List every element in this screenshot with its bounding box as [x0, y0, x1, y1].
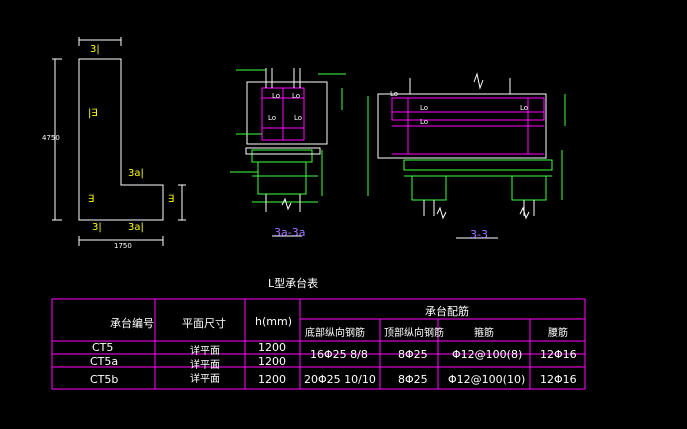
- row1-side: 12Φ16: [540, 348, 577, 361]
- plan-label-3: 3a|: [128, 168, 144, 179]
- section-3-view: [367, 72, 566, 239]
- header-h: h(mm): [255, 315, 292, 328]
- header-stirrup: 箍筋: [474, 328, 494, 339]
- row1-size: 详平面: [190, 346, 220, 357]
- row1-id: CT5: [92, 341, 114, 354]
- header-side: 腰筋: [548, 328, 568, 339]
- row3-top: 8Φ25: [398, 373, 428, 386]
- section-3-lo-3: Lo: [420, 118, 429, 126]
- header-bottom: 底部纵向钢筋: [305, 328, 365, 339]
- row1-bottom: 16Φ25 8/8: [310, 348, 368, 361]
- l-shape-outline: [78, 58, 164, 221]
- section-3a-lo-3: Lo: [268, 114, 277, 122]
- section-3a-lo-1: Lo: [272, 92, 281, 100]
- section-3a-lo-2: Lo: [292, 92, 301, 100]
- plan-label-2: |∃: [88, 108, 98, 119]
- row3-bottom: 20Φ25 10/10: [304, 373, 376, 386]
- header-size: 平面尺寸: [182, 317, 226, 330]
- section-3a-lo-4: Lo: [294, 114, 303, 122]
- row2-size: 详平面: [190, 360, 220, 371]
- section-3-lo-2: Lo: [420, 104, 429, 112]
- row1-h: 1200: [258, 341, 286, 354]
- plan-dim-left: 4750: [42, 134, 60, 142]
- header-id: 承台编号: [110, 317, 154, 330]
- row2-h: 1200: [258, 355, 286, 368]
- row3-stirrup: Φ12@100(10): [448, 373, 526, 386]
- plan-dim-bottom: 1750: [114, 242, 132, 250]
- row3-id: CT5b: [90, 373, 119, 386]
- row3-size: 详平面: [190, 374, 220, 385]
- plan-label-1: 3|: [90, 44, 100, 55]
- section-3-lo-1: Lo: [390, 90, 399, 98]
- row1-top: 8Φ25: [398, 348, 428, 361]
- plan-view: [52, 37, 186, 246]
- plan-label-6: 3a|: [128, 222, 144, 233]
- section-3-title: 3-3: [470, 228, 488, 241]
- table-caption: L型承台表: [268, 277, 319, 290]
- plan-label-4: ∃: [88, 194, 95, 205]
- row2-id: CT5a: [90, 355, 119, 368]
- table-grid: [51, 298, 586, 390]
- header-top: 顶部纵向钢筋: [384, 328, 444, 339]
- row3-side: 12Φ16: [540, 373, 577, 386]
- plan-label-5: 3|: [92, 222, 102, 233]
- row3-h: 1200: [258, 373, 286, 386]
- header-reinf: 承台配筋: [425, 305, 469, 318]
- plan-label-7: ∃: [168, 194, 175, 205]
- section-3a-view: [230, 68, 346, 237]
- section-3-lo-4: Lo: [520, 104, 529, 112]
- section-3a-title: 3a-3a: [274, 226, 306, 239]
- row1-stirrup: Φ12@100(8): [452, 348, 523, 361]
